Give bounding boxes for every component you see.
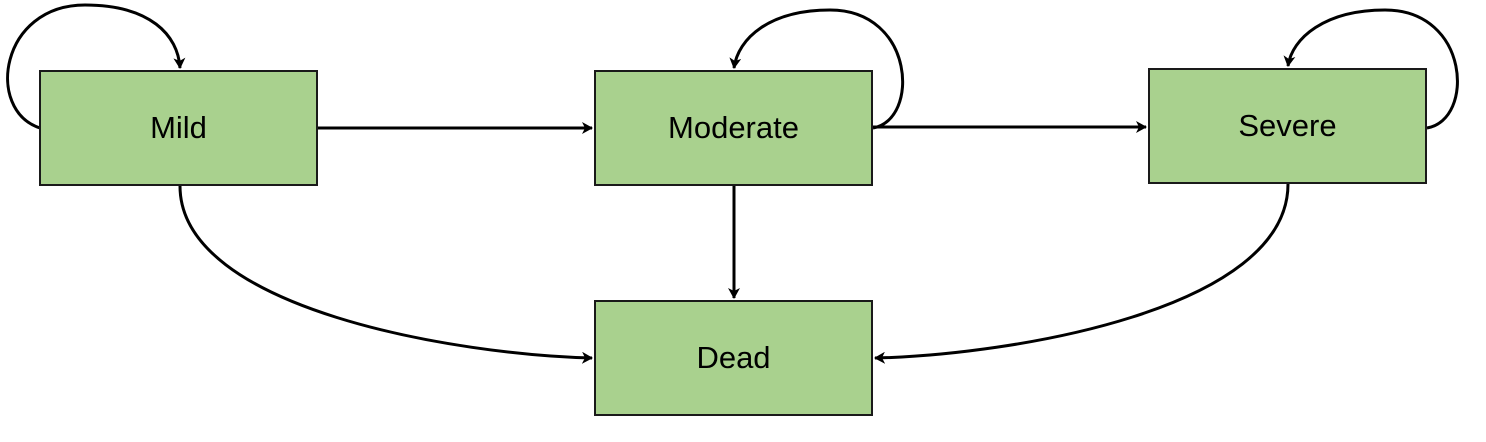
state-box-dead: Dead: [594, 300, 873, 416]
arrow-severe-to-dead: [874, 183, 1290, 364]
arrow-severe-self-loop: [1283, 8, 1459, 130]
state-box-severe: Severe: [1148, 68, 1427, 184]
state-box-moderate: Moderate: [594, 70, 873, 186]
arrow-mild-to-dead: [178, 185, 593, 364]
state-box-mild: Mild: [39, 70, 318, 186]
arrow-moderate-self-loop: [729, 8, 904, 130]
arrow-mild-self-loop: [6, 3, 186, 130]
state-label-severe: Severe: [1238, 108, 1337, 143]
state-label-moderate: Moderate: [668, 110, 799, 145]
state-label-dead: Dead: [696, 340, 771, 375]
state-label-mild: Mild: [150, 110, 207, 145]
